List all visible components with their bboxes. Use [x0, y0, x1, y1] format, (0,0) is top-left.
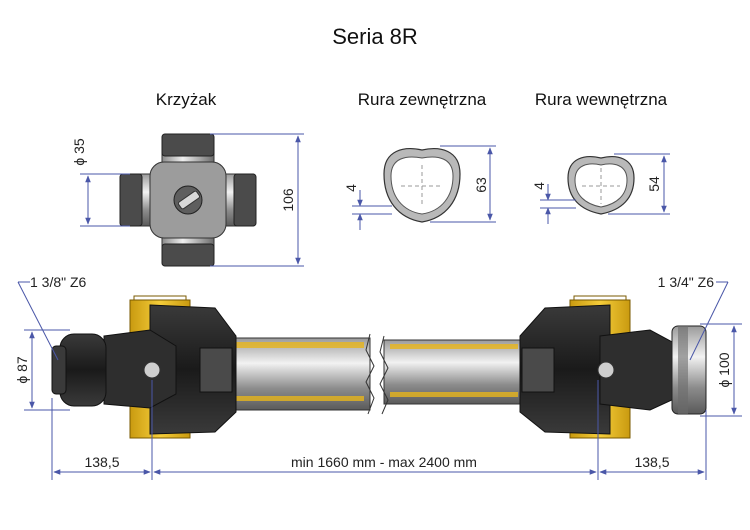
right-length-label: 138,5 [634, 454, 669, 470]
left-length-label: 138,5 [84, 454, 119, 470]
outer-tube-heading: Rura zewnętrzna [358, 90, 487, 109]
right-spline-label: 1 3/4" Z6 [658, 274, 715, 290]
inner-tube-profile [567, 156, 635, 215]
inner-tube-dimensions [540, 153, 670, 224]
cross-diameter-label: ϕ 35 [71, 138, 87, 166]
outer-wall-label: 4 [343, 184, 359, 192]
shaft-length-label: min 1660 mm - max 2400 mm [291, 454, 477, 470]
cross-dimensions [80, 133, 304, 267]
left-diameter-label: ϕ 87 [14, 356, 30, 384]
outer-tube-dimensions [352, 145, 496, 230]
outer-size-label: 63 [473, 177, 489, 193]
universal-joint-cross [119, 133, 257, 267]
inner-wall-label: 4 [531, 182, 547, 190]
inner-tube-heading: Rura wewnętrzna [535, 90, 668, 109]
page-title: Seria 8R [332, 24, 418, 49]
shaft-dimensions [17, 281, 742, 480]
inner-size-label: 54 [646, 176, 662, 192]
left-spline-label: 1 3/8" Z6 [30, 274, 87, 290]
cross-heading: Krzyżak [156, 90, 217, 109]
right-diameter-label: ϕ 100 [716, 352, 732, 387]
pto-shaft [51, 295, 707, 439]
cross-length-label: 106 [280, 188, 296, 212]
outer-tube-profile [383, 148, 461, 223]
